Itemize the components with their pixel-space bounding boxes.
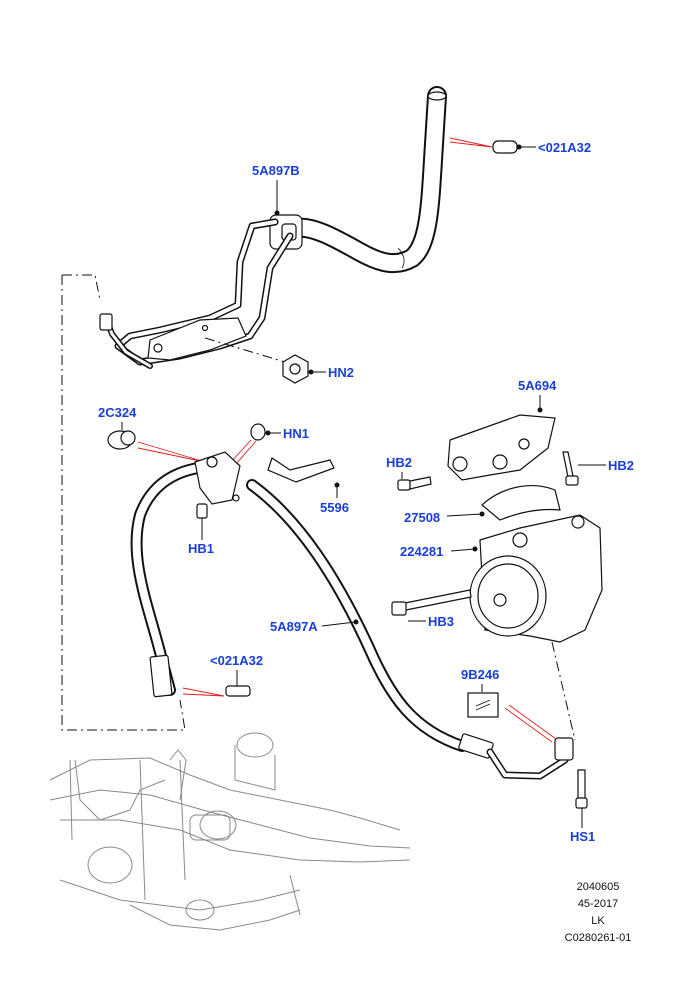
callout-hs1: HS1	[570, 829, 595, 844]
callout-5a897a: 5A897A	[270, 619, 318, 634]
vehicle-context-ghost	[49, 732, 411, 931]
bolt-hb2-left	[397, 476, 432, 491]
dash-leader-left	[61, 275, 186, 731]
clip-021a32-top	[492, 140, 522, 154]
dash-leader-top	[62, 274, 101, 301]
return-hose-5a897b	[99, 86, 447, 369]
dash-leader-pump	[551, 641, 576, 741]
callout-021a32-low: <021A32	[210, 653, 263, 668]
callout-hb3: HB3	[428, 614, 454, 629]
callout-021a32-top: <021A32	[538, 140, 591, 155]
nut-hn1	[250, 423, 271, 441]
callout-2c324: 2C324	[98, 405, 137, 420]
reference-line-2: 45-2017	[578, 898, 618, 910]
callout-hb2-right: HB2	[608, 458, 634, 473]
reference-line-3: LK	[591, 915, 605, 927]
callout-hn2: HN2	[328, 365, 354, 380]
bracket-5a694	[447, 414, 556, 481]
nut-hn2	[282, 354, 314, 384]
reference-line-1: 2040605	[577, 881, 620, 893]
callout-hn1: HN1	[283, 426, 309, 441]
seal-2c324	[107, 430, 136, 450]
dash-leader-hn2	[204, 337, 286, 363]
callout-hb2-left: HB2	[386, 455, 412, 470]
callout-27508: 27508	[404, 510, 440, 525]
callout-5a897b: 5A897B	[252, 163, 300, 178]
callout-hb1: HB1	[188, 541, 214, 556]
callout-5596: 5596	[320, 500, 349, 515]
bolt-hb3	[391, 589, 472, 616]
callout-5a694: 5A694	[518, 378, 557, 393]
seal-kit-9b246	[467, 692, 499, 718]
shield-27508	[481, 485, 561, 521]
callout-224281: 224281	[400, 544, 443, 559]
callout-9b246: 9B246	[461, 667, 499, 682]
clip-021a32-low	[225, 685, 251, 697]
bolt-hb1	[196, 503, 208, 519]
bolt-hs1	[575, 769, 588, 809]
reference-block: 2040605 45-2017 LK C0280261-01	[565, 881, 632, 944]
pressure-hose-5a897a	[130, 451, 574, 780]
pump-224281	[469, 514, 603, 643]
reference-line-4: C0280261-01	[565, 932, 632, 944]
bolt-hb2-right	[562, 451, 579, 486]
